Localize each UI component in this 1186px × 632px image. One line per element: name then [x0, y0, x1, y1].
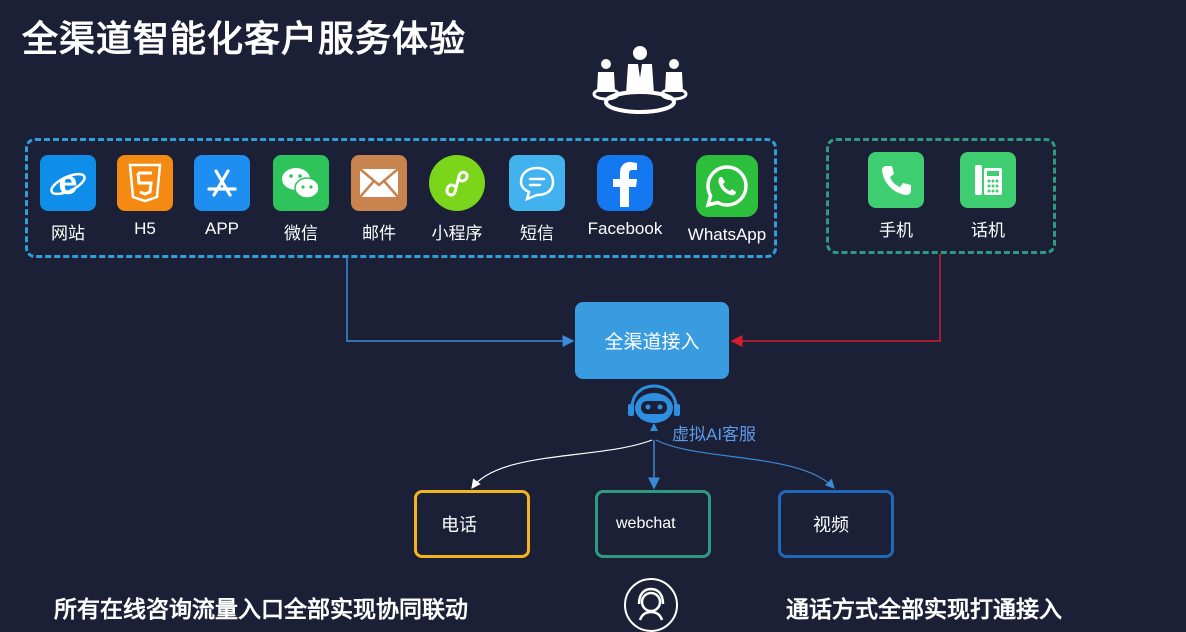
ai-agent-label: 虚拟AI客服	[672, 425, 757, 444]
page-title: 全渠道智能化客户服务体验	[22, 18, 467, 59]
output-label: 视频	[813, 515, 849, 535]
channel-label: H5	[134, 219, 156, 238]
ai-to-video-line	[655, 439, 835, 489]
channel-label: Facebook	[587, 219, 663, 238]
channel-mail[interactable]: 邮件	[324, 155, 434, 244]
whatsapp-icon	[705, 165, 748, 208]
channel-label: 邮件	[362, 224, 396, 243]
headset-agent-icon	[624, 578, 678, 632]
output-label: webchat	[616, 515, 676, 532]
output-label: 电话	[441, 515, 477, 535]
online-channels-group	[25, 138, 777, 258]
output-video[interactable]: 视频	[778, 490, 894, 558]
channel-label: 短信	[520, 224, 554, 243]
online-to-hub-line	[346, 258, 575, 347]
ai-robot-icon	[628, 384, 680, 431]
team-icon	[592, 46, 688, 114]
bottom-right-caption: 通话方式全部实现打通接入	[786, 596, 1062, 622]
channel-mobile-phone[interactable]: 手机	[841, 152, 951, 241]
channel-sms[interactable]: 短信	[482, 155, 592, 244]
omnichannel-hub[interactable]: 全渠道接入	[575, 302, 729, 379]
sms-icon	[519, 166, 555, 202]
bottom-left-caption: 所有在线咨询流量入口全部实现协同联动	[54, 596, 468, 622]
html5-icon	[128, 163, 162, 203]
output-phone[interactable]: 电话	[414, 490, 530, 558]
app-store-icon	[207, 169, 237, 197]
mail-icon	[359, 168, 399, 198]
channel-label: 微信	[284, 224, 318, 243]
facebook-icon	[613, 162, 637, 207]
output-webchat[interactable]: webchat	[595, 490, 711, 558]
channel-whatsapp[interactable]: WhatsApp	[672, 155, 782, 245]
channel-label: APP	[204, 219, 240, 238]
channel-label: 手机	[879, 221, 913, 240]
call-to-hub-line	[730, 254, 941, 347]
phone-handset-icon	[882, 166, 911, 195]
channel-desk-phone[interactable]: 话机	[933, 152, 1043, 241]
channel-website[interactable]: e 网站	[13, 155, 123, 244]
svg-text:e: e	[59, 164, 78, 202]
wechat-icon	[282, 168, 320, 199]
mini-program-icon	[445, 170, 469, 197]
channel-mini-program[interactable]: 小程序	[402, 155, 512, 244]
channel-label: 话机	[971, 221, 1005, 240]
channel-h5[interactable]: H5	[90, 155, 200, 239]
channel-wechat[interactable]: 微信	[246, 155, 356, 244]
channel-label: WhatsApp	[687, 225, 767, 244]
desk-phone-icon	[975, 165, 1002, 195]
channel-app[interactable]: APP	[167, 155, 277, 239]
ai-to-phone-line	[471, 439, 653, 489]
channel-facebook[interactable]: Facebook	[570, 155, 680, 239]
ie-browser-icon: e	[50, 164, 86, 202]
channel-label: 网站	[51, 224, 85, 243]
call-channels-group	[826, 138, 1056, 254]
channel-label: 小程序	[431, 224, 483, 243]
